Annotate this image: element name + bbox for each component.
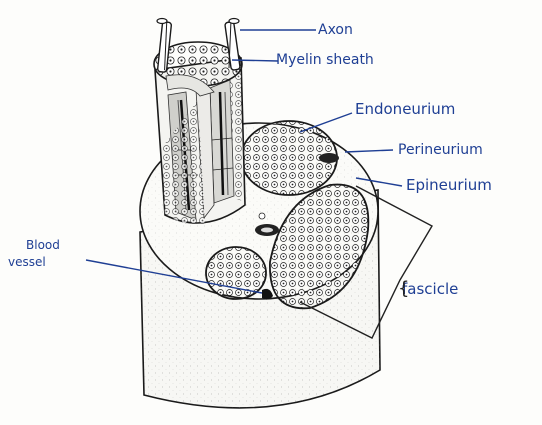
epineurium-leader: [355, 177, 403, 187]
label-axon: Axon: [318, 22, 353, 38]
fascicle-bracket: [299, 185, 433, 339]
fascicle-lower-left: [205, 246, 267, 300]
block-top-face: [153, 41, 243, 97]
label-perineurium: Perineurium: [398, 142, 483, 158]
blood-vessel-lower: [262, 288, 273, 300]
label-blood-vessel-line2: vessel: [8, 255, 46, 269]
blood-vessel-leader: [85, 259, 263, 294]
label-epineurium: Epineurium: [406, 176, 492, 194]
label-fascicle: fascicle: [402, 280, 458, 298]
endoneurium-leader: [299, 112, 353, 133]
blood-vessel-small: [319, 153, 339, 163]
fascicle-brace: {: [398, 278, 409, 299]
perineurium-leader: [344, 149, 394, 153]
label-blood-vessel-line1: Blood: [26, 238, 60, 252]
myelin-leader: [231, 59, 279, 62]
label-myelin-sheath: Myelin sheath: [276, 52, 374, 68]
leader-lines: [85, 29, 433, 339]
label-endoneurium: Endoneurium: [355, 100, 455, 118]
axon-protruding-right: [224, 17, 241, 71]
cut-fascicle-block: [154, 57, 246, 225]
fascicle-large: [269, 183, 370, 310]
axon-protruding-left: [156, 17, 172, 73]
